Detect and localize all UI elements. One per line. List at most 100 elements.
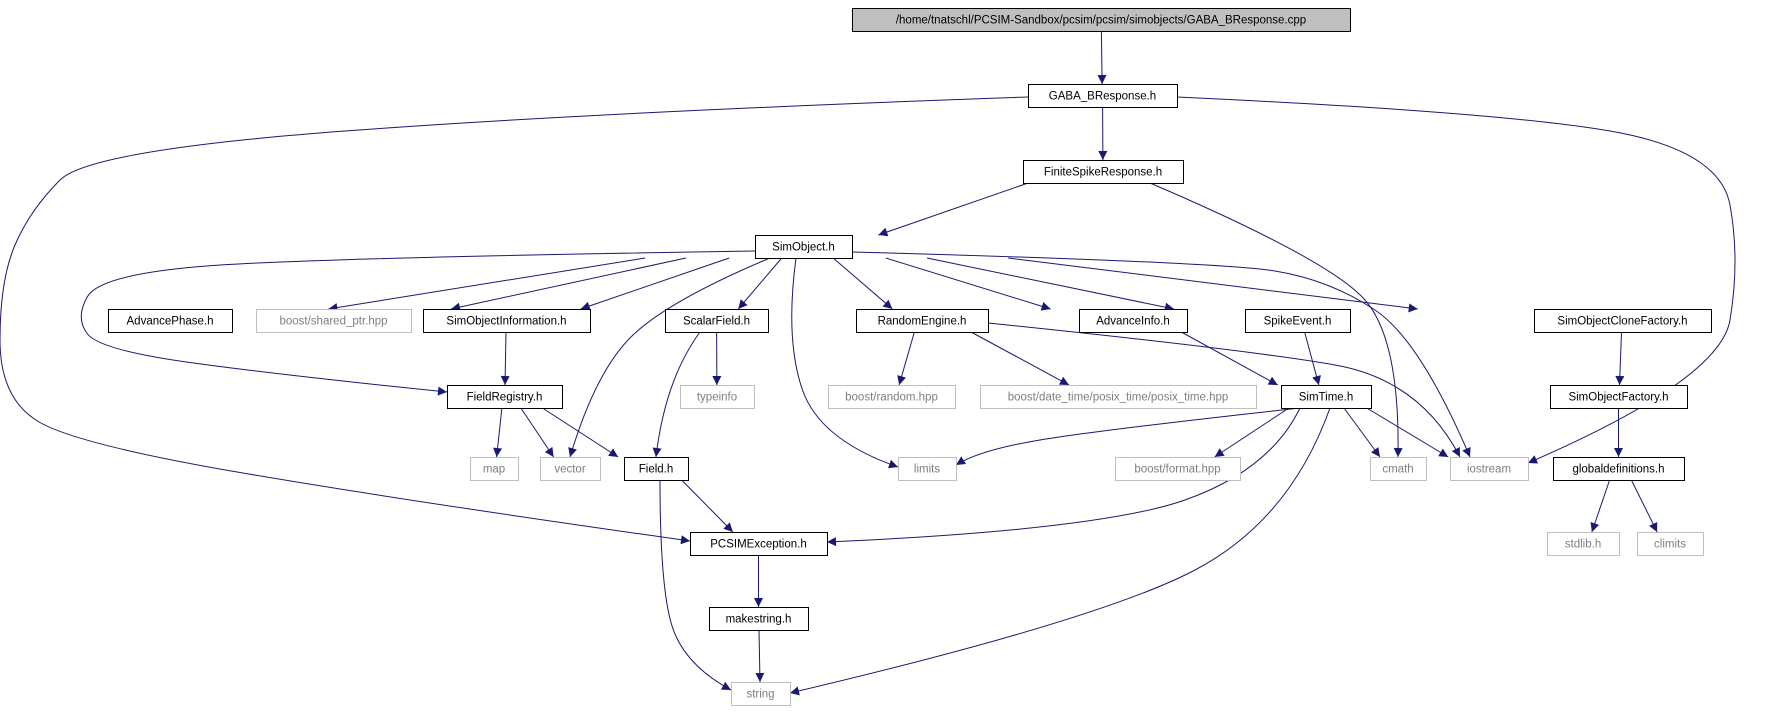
edge-simtime-to-bformat (1214, 407, 1290, 458)
node-label-fieldreg: FieldRegistry.h (467, 392, 543, 404)
node-box-simobj (755, 235, 853, 259)
edge-rng-to-iostream (987, 322, 1461, 458)
node-label-cmath: cmath (1382, 464, 1413, 476)
edge-fieldreg-to-vector (520, 407, 555, 458)
node-label-climits: climits (1654, 539, 1686, 551)
node-box-gaba (1028, 84, 1178, 108)
node-box-bformat (1115, 457, 1241, 481)
node-stdlib: stdlib.h (1547, 532, 1620, 556)
node-simtime[interactable]: SimTime.h (1281, 385, 1372, 409)
node-spike[interactable]: SpikeEvent.h (1245, 309, 1351, 333)
node-box-vector (540, 457, 601, 481)
node-box-makestr (709, 607, 809, 631)
node-scalar[interactable]: ScalarField.h (665, 309, 769, 333)
node-label-shptr: boost/shared_ptr.hpp (279, 316, 387, 328)
node-label-advphase: AdvancePhase.h (127, 316, 214, 328)
node-box-fieldreg (447, 385, 563, 409)
node-box-pcsimexc (690, 532, 828, 556)
edges-layer (0, 30, 1736, 696)
node-simobj[interactable]: SimObject.h (755, 235, 853, 259)
node-box-brandom (828, 385, 956, 409)
node-label-simobj: SimObject.h (772, 242, 835, 254)
node-box-rng (856, 309, 989, 333)
node-limits: limits (898, 457, 957, 481)
node-globdef[interactable]: globaldefinitions.h (1553, 457, 1685, 481)
node-box-typeinfo (680, 385, 755, 409)
edge-simobj-to-soinfo (580, 257, 730, 311)
edge-simobj-to-clonefac (1008, 257, 1418, 313)
node-box-advphase (108, 309, 233, 333)
edge-simobj-to-spike (926, 257, 1175, 312)
node-box-map (470, 457, 519, 481)
node-label-bformat: boost/format.hpp (1134, 464, 1220, 476)
node-root[interactable]: /home/tnatschl/PCSIM-Sandbox/pcsim/pcsim… (852, 8, 1351, 32)
node-iostream: iostream (1450, 457, 1529, 481)
node-soinfo[interactable]: SimObjectInformation.h (423, 309, 591, 333)
edge-simtime-to-limits (955, 407, 1301, 466)
node-typeinfo: typeinfo (680, 385, 755, 409)
edge-simtime-to-cmath (1343, 407, 1381, 458)
edge-globdef-to-stdlib (1590, 479, 1611, 533)
node-rng[interactable]: RandomEngine.h (856, 309, 989, 333)
node-box-simtime (1281, 385, 1372, 409)
edge-spike-to-simtime (1304, 331, 1321, 386)
node-label-posix: boost/date_time/posix_time/posix_time.hp… (1008, 392, 1229, 404)
node-label-iostream: iostream (1467, 464, 1511, 476)
node-label-brandom: boost/random.hpp (845, 392, 938, 404)
node-sofac[interactable]: SimObjectFactory.h (1550, 385, 1688, 409)
edge-scalar-to-field (652, 331, 701, 458)
node-box-soinfo (423, 309, 591, 333)
node-label-simtime: SimTime.h (1299, 392, 1354, 404)
node-box-sofac (1550, 385, 1688, 409)
edge-fieldreg-to-field (542, 407, 619, 458)
node-label-finite: FiniteSpikeResponse.h (1044, 167, 1162, 179)
node-string: string (731, 682, 791, 706)
edge-field-to-pcsimexc (681, 479, 734, 533)
node-box-advinfo (1079, 309, 1188, 333)
edge-simtime-to-pcsimexc (826, 407, 1301, 547)
node-fieldreg[interactable]: FieldRegistry.h (447, 385, 563, 409)
edge-rng-to-brandom (897, 331, 915, 386)
node-label-vector: vector (554, 464, 585, 476)
node-label-globdef: globaldefinitions.h (1572, 464, 1664, 476)
node-pcsimexc[interactable]: PCSIMException.h (690, 532, 828, 556)
node-label-map: map (483, 464, 505, 476)
node-box-scalar (665, 309, 769, 333)
node-label-spike: SpikeEvent.h (1264, 316, 1332, 328)
node-box-posix (980, 385, 1257, 409)
edge-simobj-to-fieldreg (80, 250, 756, 396)
edge-advinfo-to-simtime (1181, 331, 1278, 386)
node-finite[interactable]: FiniteSpikeResponse.h (1023, 160, 1184, 184)
edge-globdef-to-climits (1630, 479, 1658, 533)
edge-soinfo-to-fieldreg (500, 331, 510, 386)
node-advinfo[interactable]: AdvanceInfo.h (1079, 309, 1188, 333)
node-label-stdlib: stdlib.h (1565, 539, 1601, 551)
node-label-rng: RandomEngine.h (878, 316, 967, 328)
node-gaba[interactable]: GABA_BResponse.h (1028, 84, 1178, 108)
edge-field-to-string (659, 479, 732, 691)
edge-gaba-to-iostream (1176, 96, 1736, 464)
node-makestr[interactable]: makestring.h (709, 607, 809, 631)
node-cmath: cmath (1370, 457, 1427, 481)
node-label-sofac: SimObjectFactory.h (1568, 392, 1668, 404)
edge-simobj-to-iostream (851, 251, 1471, 458)
node-vector: vector (540, 457, 601, 481)
node-field[interactable]: Field.h (624, 457, 689, 481)
node-box-iostream (1450, 457, 1529, 481)
node-climits: climits (1637, 532, 1704, 556)
node-label-makestr: makestring.h (726, 614, 792, 626)
node-label-limits: limits (914, 464, 940, 476)
node-advphase[interactable]: AdvancePhase.h (108, 309, 233, 333)
node-box-globdef (1553, 457, 1685, 481)
edge-simobj-to-scalar (737, 257, 783, 310)
node-label-clonefac: SimObjectCloneFactory.h (1557, 316, 1687, 328)
node-label-scalar: ScalarField.h (683, 316, 750, 328)
edge-simobj-to-advphase (328, 257, 646, 313)
node-map: map (470, 457, 519, 481)
node-box-field (624, 457, 689, 481)
node-clonefac[interactable]: SimObjectCloneFactory.h (1534, 309, 1712, 333)
node-label-root: /home/tnatschl/PCSIM-Sandbox/pcsim/pcsim… (896, 15, 1306, 27)
node-box-limits (898, 457, 957, 481)
